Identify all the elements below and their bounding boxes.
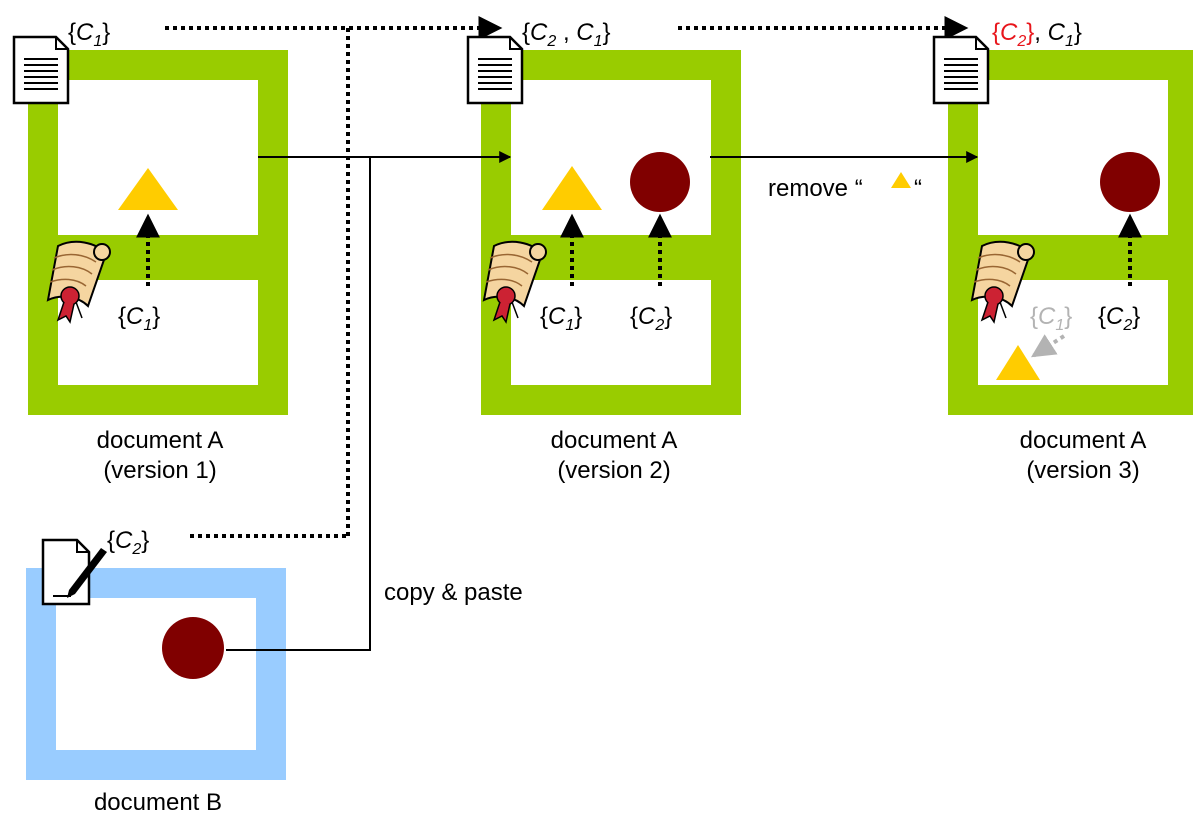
provenance-dotted-flow: [165, 16, 969, 538]
doc-a-v2-version: (version 2): [557, 457, 670, 484]
document-a-v3-frame: [948, 50, 1193, 415]
triangle-shape-v3-removed: [996, 345, 1040, 380]
credential-set-v1-top: {C1}: [68, 19, 110, 50]
copy-paste-label: copy & paste: [384, 579, 523, 606]
certificate-scroll-icon: [482, 240, 547, 324]
circle-shape-v2: [630, 152, 690, 212]
credential-label-v2-c1: {C1}: [540, 303, 582, 334]
triangle-shape-v1: [118, 168, 178, 210]
document-a-v1-frame: [28, 50, 288, 415]
doc-a-v1-name: document A: [97, 427, 224, 454]
doc-a-v2-name: document A: [551, 427, 678, 454]
copy-paste-connector: [226, 151, 512, 651]
doc-a-v3-version: (version 3): [1026, 457, 1139, 484]
document-lines-icon: [932, 35, 990, 105]
document-a-v2-frame: [481, 50, 741, 415]
credential-label-v2-c2: {C2}: [630, 303, 672, 334]
credential-set-v2-top: {C2 , C1}: [522, 19, 611, 50]
certificate-scroll-icon: [46, 240, 111, 324]
credential-links: [136, 213, 1142, 286]
triangle-inline-icon: [891, 172, 911, 188]
credential-set-v3-top: {C2}, C1}: [992, 19, 1082, 50]
faded-link: [1030, 334, 1066, 358]
pen-document-icon: [41, 538, 107, 606]
credential-label-v3-c1-faded: {C1}: [1030, 303, 1072, 334]
certificate-scroll-icon: [970, 240, 1035, 324]
triangle-shape-v2: [542, 166, 602, 210]
circle-shape-v3: [1100, 152, 1160, 212]
credential-label-v1: {C1}: [118, 303, 160, 334]
document-lines-icon: [466, 35, 524, 105]
remove-label-prefix: remove “: [768, 175, 863, 202]
document-lines-icon: [12, 35, 70, 105]
remove-label-suffix: “: [914, 175, 922, 202]
credential-set-doc-b: {C2}: [107, 527, 149, 558]
doc-a-v1-version: (version 1): [103, 457, 216, 484]
circle-shape-doc-b: [162, 617, 224, 679]
doc-b-name: document B: [94, 789, 222, 816]
doc-a-v3-name: document A: [1020, 427, 1147, 454]
credential-label-v3-c2: {C2}: [1098, 303, 1140, 334]
